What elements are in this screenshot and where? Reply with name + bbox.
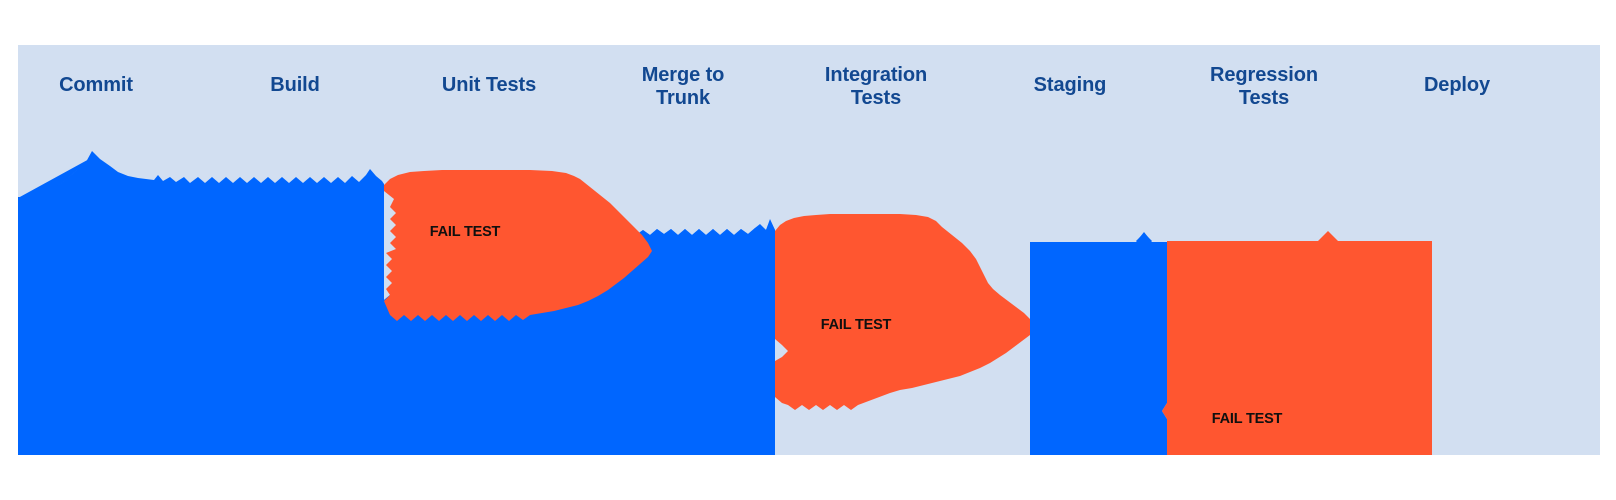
pass-area-mid (384, 184, 775, 455)
pass-area-blue (18, 151, 92, 205)
stage-label-integration-tests: Integration Tests (824, 64, 928, 109)
chart-panel (18, 45, 1600, 455)
fail-test-marker-regression-tests: FAIL TEST (1211, 411, 1283, 427)
stage-label-regression-tests: Regression Tests (1210, 64, 1318, 109)
fail-test-marker-unit-tests: FAIL TEST (429, 224, 501, 240)
stage-label-merge-to-trunk: Merge to Trunk (641, 64, 725, 109)
pass-area-staging-fill (1030, 232, 1167, 455)
fail-test-marker-integration-tests: FAIL TEST (820, 317, 892, 333)
stage-label-deploy: Deploy (1423, 74, 1491, 96)
stage-label-staging: Staging (1033, 74, 1107, 96)
fail-area-unit-tests (384, 170, 652, 321)
stage-label-unit-tests: Unit Tests (441, 74, 537, 96)
stage-label-commit: Commit (59, 74, 133, 96)
stage-label-build: Build (270, 74, 320, 96)
fail-area-integration-tests (775, 214, 1030, 410)
pipeline-area-chart (18, 151, 1432, 455)
fail-area-regression-tests (1162, 231, 1432, 455)
